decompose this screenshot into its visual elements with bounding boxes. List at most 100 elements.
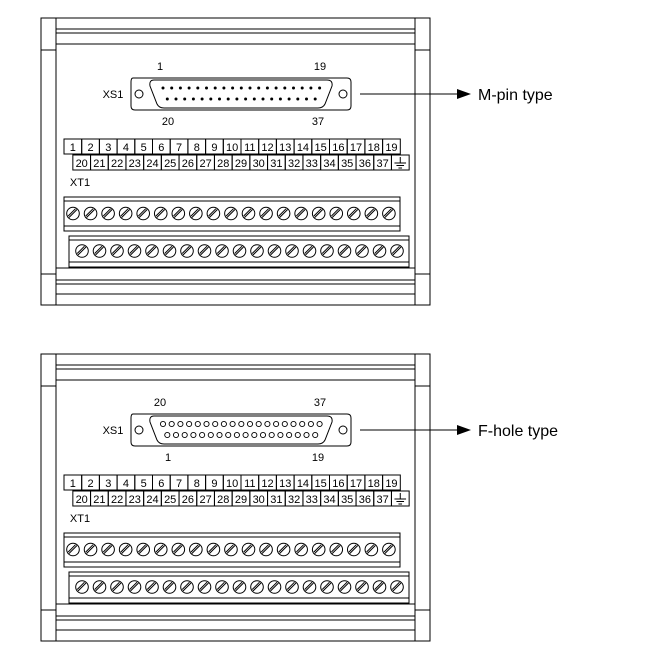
connector-pin — [174, 97, 178, 101]
terminal-number: 13 — [279, 478, 291, 490]
terminal-number: 12 — [261, 142, 273, 154]
terminal-number: 30 — [253, 158, 265, 170]
screw-terminal-icon — [136, 206, 150, 221]
screw-terminal-icon — [153, 542, 168, 557]
terminal-number: 26 — [182, 158, 194, 170]
screw-terminal-icon — [250, 580, 264, 594]
screw-terminal-icon — [127, 580, 142, 594]
mount-hole-left — [134, 425, 144, 435]
connector-shell — [149, 79, 333, 109]
pin-number-bottom-left: 1 — [165, 452, 171, 464]
arrow-head-icon — [457, 425, 471, 435]
connector-pin — [165, 97, 169, 101]
terminal-number: 34 — [323, 158, 335, 170]
screw-terminal-icon — [66, 542, 80, 557]
terminal-number: 27 — [199, 158, 211, 170]
connector-hole — [299, 420, 306, 428]
terminal-number: 22 — [111, 158, 123, 170]
terminal-number: 9 — [211, 142, 217, 154]
screw-terminal-icon — [110, 244, 124, 258]
connector-pin — [296, 97, 300, 101]
connector-hole — [264, 420, 271, 428]
connector-pin — [222, 86, 226, 90]
connector-pin — [261, 97, 265, 101]
screw-terminal-icon — [364, 542, 379, 557]
screw-terminal-icon — [75, 244, 89, 258]
connector-hole — [199, 431, 206, 439]
screw-terminal-icon — [302, 580, 317, 594]
screw-terminal-icon — [189, 542, 203, 557]
terminal-number: 37 — [376, 494, 388, 506]
connector-pin — [283, 86, 287, 90]
terminal-number: 27 — [199, 494, 211, 506]
terminal-number: 33 — [306, 494, 318, 506]
terminal-number: 4 — [123, 142, 129, 154]
screw-terminal-icon — [136, 542, 150, 557]
connector-label: XS1 — [103, 89, 124, 101]
screw-terminal-icon — [83, 542, 98, 557]
screw-terminal-icon — [189, 206, 203, 221]
connector-pin — [200, 97, 204, 101]
terminal-number: 19 — [385, 478, 397, 490]
screw-terminal-icon — [110, 580, 124, 594]
terminal-number: 2 — [87, 142, 93, 154]
connector-hole — [273, 420, 280, 428]
terminal-number: 31 — [270, 494, 282, 506]
screw-terminal-icon — [259, 542, 273, 557]
connector-hole — [168, 420, 175, 428]
screw-terminal-icon — [118, 206, 133, 221]
connector-pin — [170, 86, 174, 90]
terminal-number: 11 — [244, 142, 255, 154]
terminal-number-cell — [382, 474, 401, 491]
terminal-block-label: XT1 — [70, 177, 90, 189]
type-label: F-hole type — [478, 423, 558, 440]
screw-terminal-icon — [267, 244, 282, 258]
connector-hole — [177, 420, 184, 428]
mount-hole-left — [134, 89, 144, 99]
screw-terminal-icon — [101, 542, 115, 557]
connector-pin — [287, 97, 291, 101]
terminal-number: 4 — [123, 478, 129, 490]
terminal-number: 14 — [297, 478, 309, 490]
screw-terminal-icon — [355, 580, 369, 594]
terminal-number: 16 — [332, 142, 344, 154]
connector-hole — [316, 420, 323, 428]
terminal-number: 9 — [211, 478, 217, 490]
terminal-number: 20 — [76, 158, 88, 170]
screw-terminal-icon — [118, 542, 133, 557]
terminal-number: 23 — [129, 158, 141, 170]
screw-terminal-icon — [145, 580, 159, 594]
connector-pin — [309, 86, 313, 90]
top-rail — [55, 17, 416, 30]
screw-terminal-icon — [364, 206, 379, 221]
connector-pin — [300, 86, 304, 90]
ground-cell — [390, 490, 410, 507]
screw-terminal-icon — [153, 206, 168, 221]
screw-terminal-icon — [259, 206, 273, 221]
terminal-number: 33 — [306, 158, 318, 170]
connector-pin — [257, 86, 261, 90]
connector-pin — [231, 86, 235, 90]
screw-terminal-icon — [302, 244, 317, 258]
pin-number-top-right: 37 — [314, 397, 326, 409]
connector-hole — [159, 420, 167, 428]
terminal-block-upper — [63, 196, 401, 232]
screw-terminal-icon — [232, 580, 247, 594]
connector-flange — [130, 413, 352, 447]
connector-pin — [274, 86, 278, 90]
terminal-number: 21 — [93, 158, 105, 170]
ground-cell — [390, 154, 410, 171]
connector-pin — [252, 97, 256, 101]
connector-hole — [312, 431, 319, 439]
connector-hole — [186, 420, 193, 428]
mount-hole-right — [338, 425, 348, 435]
connector-pin — [278, 97, 282, 101]
screw-terminal-icon — [206, 206, 221, 221]
pin-number-top-left: 1 — [157, 61, 163, 73]
screw-terminal-icon — [180, 580, 194, 594]
screw-terminal-icon — [206, 542, 221, 557]
terminal-number: 6 — [158, 142, 164, 154]
screw-terminal-icon — [311, 542, 326, 557]
terminal-block-lower — [68, 235, 410, 268]
